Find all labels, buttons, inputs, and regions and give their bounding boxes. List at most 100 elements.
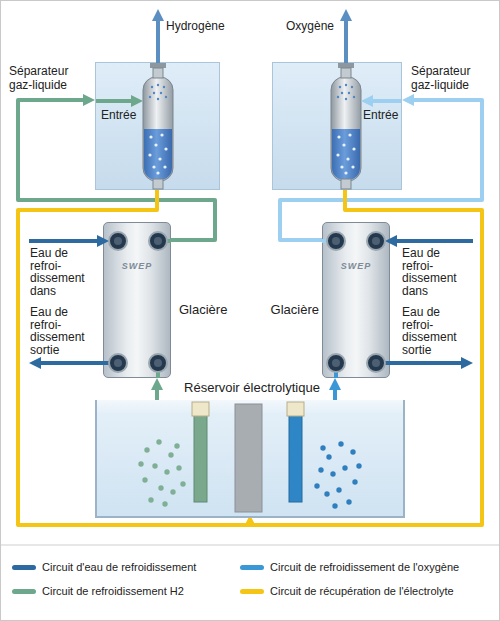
separator-illustration [96, 63, 221, 191]
oxygen-bubble [324, 491, 329, 496]
hydrogen-bubble [156, 439, 161, 444]
hydrogen-bubble [144, 447, 149, 452]
legend-swatch [12, 589, 36, 594]
hydrogen-bubble [164, 469, 169, 474]
text-slot: Réservoir électrolytique [137, 381, 367, 396]
text-slot: Glacière [179, 303, 239, 318]
hydrogen-bubble [174, 443, 179, 448]
oxygen-bubble [332, 503, 337, 508]
hydrogen-bubble [138, 461, 143, 466]
spray-droplet [348, 92, 350, 94]
bubble [348, 133, 351, 136]
port-hole [332, 359, 340, 367]
legend-swatch [12, 565, 36, 570]
text-slot: Séparateur gaz-liquide [411, 65, 493, 93]
spray-droplet [160, 92, 162, 94]
pipe-connector [155, 385, 159, 400]
oxygen-bubble [320, 445, 325, 450]
spray-droplet [149, 96, 151, 98]
text-slot: Glacière [261, 303, 319, 318]
port-flange [109, 354, 127, 372]
plate-heat-exchanger: SWEPGlacière [103, 222, 171, 378]
pipe-fitting [150, 63, 166, 68]
spray-droplet [163, 86, 165, 88]
port-flange [149, 232, 167, 250]
port-hole [372, 237, 380, 245]
port-pipe [392, 239, 473, 243]
port-hole [154, 359, 162, 367]
legend-swatch [240, 589, 264, 594]
oxygen-bubble [350, 449, 355, 454]
port-flange [327, 232, 345, 250]
tube-cap [287, 402, 304, 416]
pipe-fitting [341, 68, 351, 78]
legend-swatch [240, 565, 264, 570]
bubble [346, 157, 349, 160]
hydrogen-bubble [170, 489, 175, 494]
oxygen-bubble [356, 463, 361, 468]
legend-separator [1, 545, 499, 546]
spray-droplet [339, 86, 341, 88]
bubble [344, 171, 347, 174]
node-label: Entrée [101, 109, 141, 123]
oxygen-bubble [314, 483, 319, 488]
spray-droplet [165, 96, 167, 98]
spray-droplet [157, 84, 159, 86]
spray-droplet [345, 98, 347, 100]
oxygen-bubble [336, 487, 341, 492]
port-flange [367, 232, 385, 250]
separator-illustration [273, 63, 403, 191]
oxygen-bubble [342, 465, 347, 470]
legend-text: Circuit de refroidissement de l'oxygène [270, 559, 459, 575]
hydrogen-bubble [168, 452, 173, 457]
bubble [160, 133, 163, 136]
port-hole [332, 237, 340, 245]
node-label: Glacière [179, 303, 239, 318]
hydrogen-tube [194, 414, 207, 502]
spray-droplet [345, 84, 347, 86]
hydrogen-bubble [176, 465, 181, 470]
oxygen-bubble [352, 479, 357, 484]
separator-vessel [143, 77, 173, 181]
oxygen-tube [289, 414, 302, 502]
legend-text: Circuit de récupération de l'électrolyte [270, 583, 454, 599]
bubble [152, 165, 155, 168]
hydrogen-bubble [162, 501, 167, 506]
spray-droplet [341, 92, 343, 94]
bubble [148, 153, 151, 156]
electrolytic-tank: Réservoir électrolytique [95, 400, 405, 518]
plate-heat-exchanger: SWEPGlacière [322, 222, 390, 378]
spray-droplet [157, 98, 159, 100]
spray-droplet [153, 92, 155, 94]
node-heading: Séparateur gaz-liquide [9, 65, 91, 93]
port-flange [367, 354, 385, 372]
inlet-pipe [368, 99, 401, 103]
port-hole [372, 359, 380, 367]
hydrogen-bubble [152, 463, 157, 468]
text-slot: Entrée [363, 109, 403, 123]
legend-text: Circuit d'eau de refroidissement [42, 559, 196, 575]
text-slot: SWEP [104, 261, 170, 271]
node-heading: SWEP [323, 261, 389, 271]
electrode-separator [235, 404, 262, 512]
exchanger-illustration [104, 223, 172, 379]
spray-droplet [151, 86, 153, 88]
port-flange [109, 232, 127, 250]
cooling-water-label: Eau de refroi- dissement sortie [402, 306, 470, 356]
spray-droplet [353, 96, 355, 98]
oxygen-bubble [326, 454, 331, 459]
inlet-pipe [96, 99, 136, 103]
text-slot: Entrée [101, 109, 141, 123]
port-hole [154, 237, 162, 245]
bubble [340, 165, 343, 168]
text-slot: Eau de refroi- dissement sortie [402, 306, 470, 356]
node-heading: Réservoir électrolytique [137, 381, 367, 396]
pipe-connector [333, 385, 337, 400]
cooling-water-label: Eau de refroi- dissement dans [402, 247, 470, 297]
legend-text: Circuit de refroidissement H2 [42, 583, 184, 599]
pipe-fitting [153, 68, 163, 78]
oxygen-bubble [318, 467, 323, 472]
bubble [149, 135, 152, 138]
